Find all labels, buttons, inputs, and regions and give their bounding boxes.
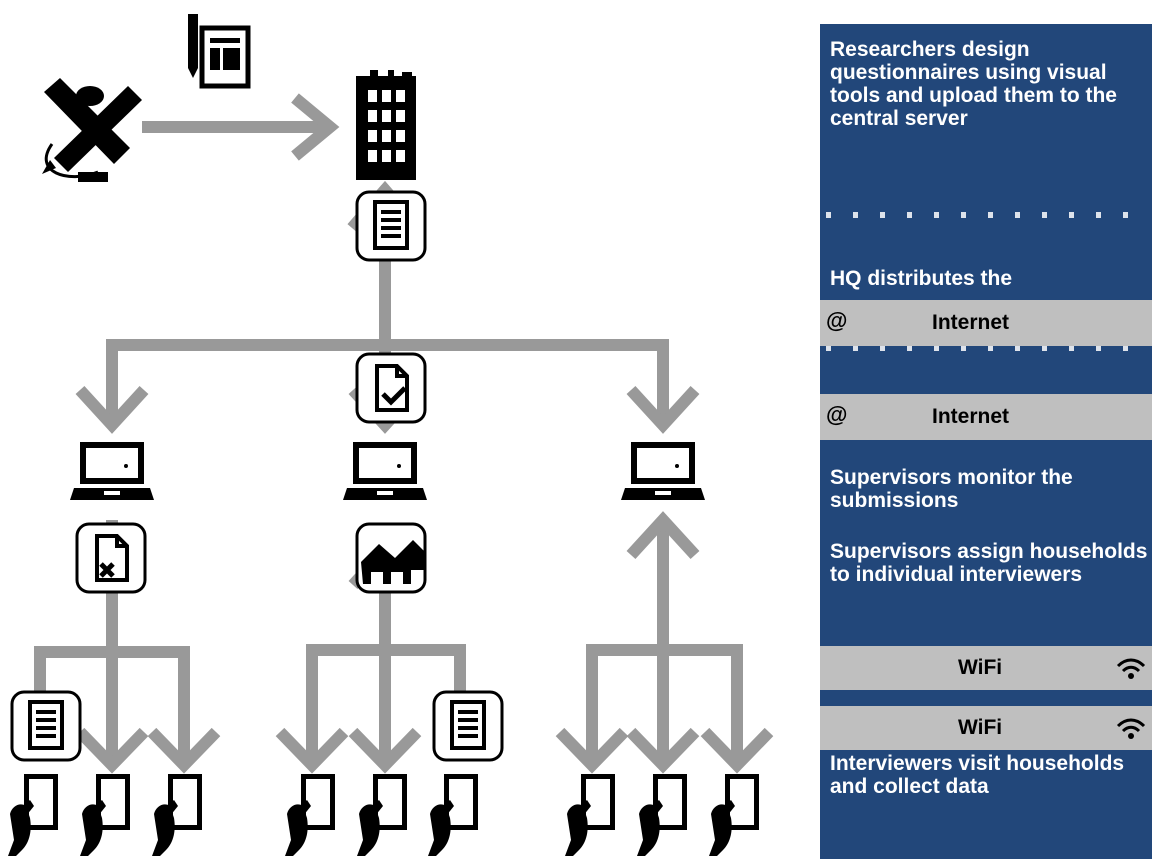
laptop-icon	[70, 442, 154, 500]
hq-step-text: HQ distributes the	[830, 267, 1013, 290]
internet-label: Internet	[932, 311, 1010, 334]
household-icon	[355, 522, 427, 594]
tablet-icon	[80, 774, 130, 856]
approved-document-icon	[355, 352, 427, 424]
laptop-icon	[621, 442, 705, 500]
visit-step-text: Interviewers visit households and collec…	[830, 752, 1125, 798]
rejected-document-icon	[75, 522, 147, 594]
wifi-icon	[1116, 718, 1146, 739]
assign-step-text: Supervisors assign households to individ…	[830, 540, 1148, 586]
tablet-icon	[565, 774, 615, 856]
questionnaire-stack-icon	[10, 690, 82, 762]
wifi-label: WiFi	[958, 716, 1003, 739]
tablet-icon	[428, 774, 478, 856]
at-sign-icon: @	[826, 308, 848, 333]
wifi-band: WiFi	[820, 646, 1152, 690]
tablet-icon	[709, 774, 759, 856]
questionnaire-stack-icon	[432, 690, 504, 762]
tablet-icon	[285, 774, 335, 856]
wifi-band: WiFi	[820, 706, 1152, 750]
tablet-icon	[357, 774, 407, 856]
wifi-icon	[1116, 658, 1146, 679]
internet-band: @ Internet	[820, 300, 1152, 346]
design-step-text: Researchers design questionnaires using …	[830, 38, 1117, 130]
process-description-panel: Researchers design questionnaires using …	[820, 24, 1152, 859]
workflow-diagram	[8, 14, 774, 856]
wifi-label: WiFi	[958, 656, 1003, 679]
at-sign-icon: @	[826, 402, 848, 427]
internet-label: Internet	[932, 405, 1010, 428]
tablet-icon	[152, 774, 202, 856]
laptop-icon	[343, 442, 427, 500]
monitor-step-text: Supervisors monitor the submissions	[830, 466, 1073, 512]
overlapping-text-fragment	[826, 212, 1144, 218]
tablet-icon	[8, 774, 58, 856]
questionnaire-stack-icon	[355, 190, 427, 262]
tablet-icon	[637, 774, 687, 856]
design-tools-icon	[42, 78, 142, 182]
internet-band: @ Internet	[820, 394, 1152, 440]
questionnaire-icon	[188, 14, 251, 89]
overlapping-text-fragment	[826, 346, 1144, 351]
office-building-icon	[356, 70, 416, 180]
